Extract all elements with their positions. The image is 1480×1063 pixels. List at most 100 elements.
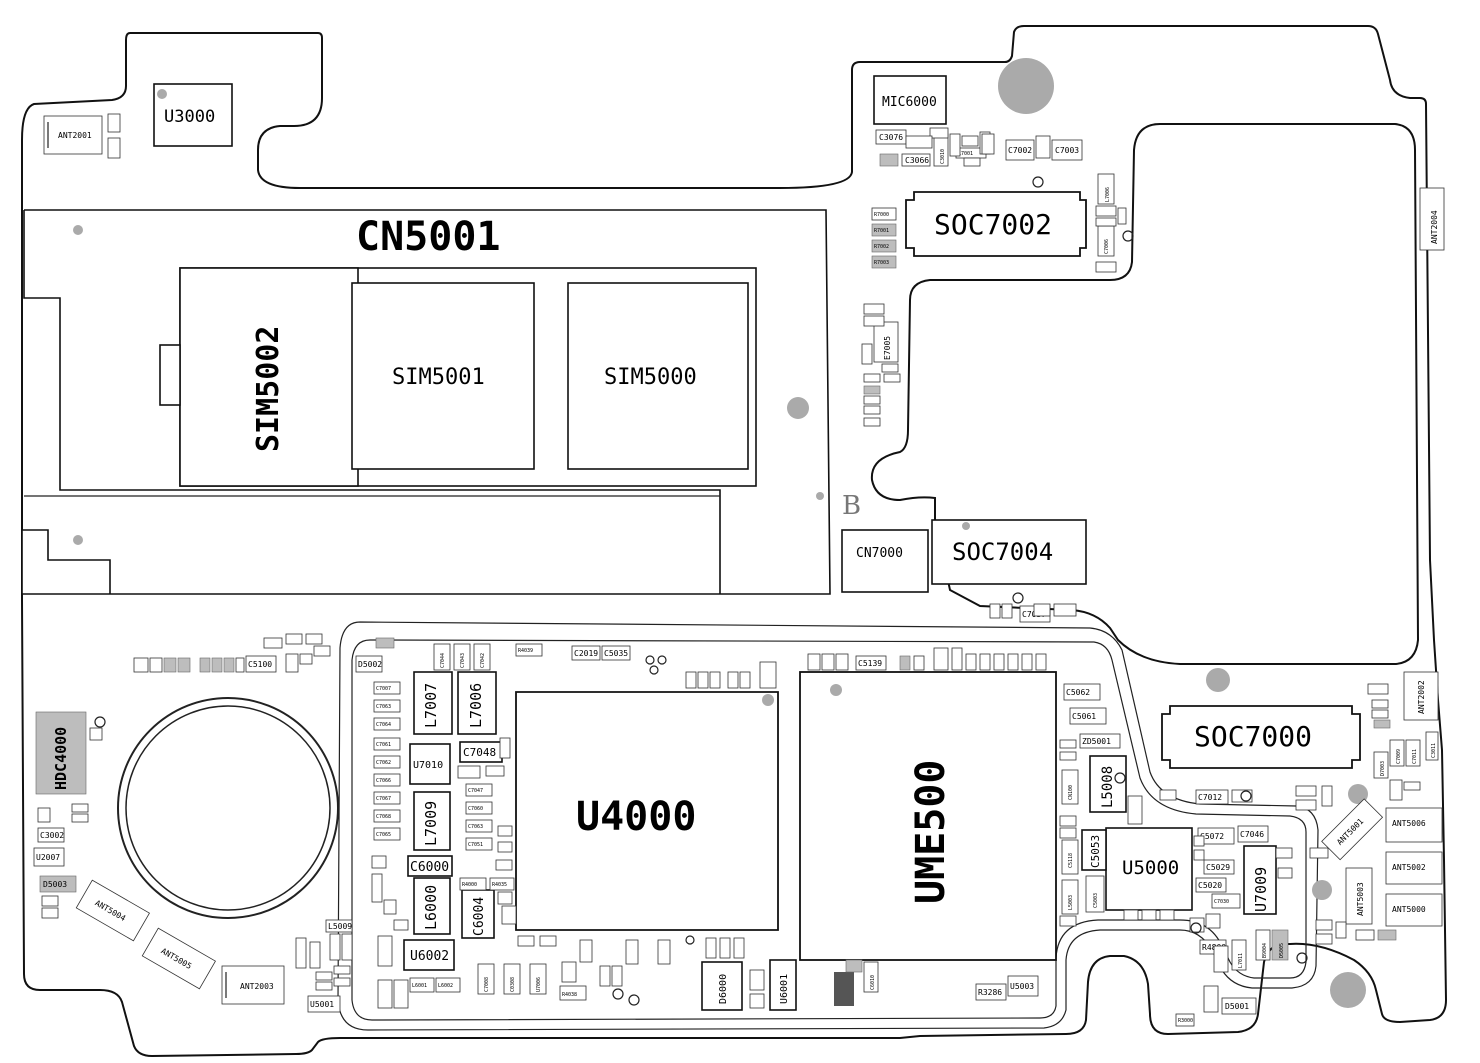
svg-text:L6001: L6001 [412,983,427,989]
antenna-ant5002: ANT5002 [1385,851,1443,885]
sim5000-label: SIM5000 [604,365,697,390]
svg-text:ZD5001: ZD5001 [1082,737,1111,746]
c5053-label: C5053 [1089,835,1102,868]
test-point-soc7004 [962,522,970,530]
shield-outline-inner [351,639,1307,1021]
test-point-mid [816,492,824,500]
svg-text:C3002: C3002 [40,831,64,840]
svg-text:D5003: D5003 [43,880,67,889]
svg-text:ANT5006: ANT5006 [1392,819,1426,828]
svg-text:R4038: R4038 [562,992,577,998]
antenna-ant5006: ANT5006 [1385,807,1443,843]
antenna-ant5005: ANT5005 [141,927,216,990]
ume500-body [799,671,1057,961]
u5000-body [1105,827,1193,911]
svg-text:C7063: C7063 [468,824,483,830]
soc7002-body [905,191,1087,257]
soc7002-label: SOC7002 [934,208,1052,241]
u7010-body [409,743,451,785]
u5000-label: U5000 [1122,857,1179,879]
svg-text:C7012: C7012 [1198,793,1222,802]
svg-text:C7003: C7003 [1055,146,1079,155]
svg-text:R7002: R7002 [874,244,889,250]
svg-text:C7060: C7060 [468,806,483,812]
l6000-label: L6000 [422,885,440,930]
u7010-label: U7010 [413,760,443,771]
unlabeled-pads [37,113,1421,1013]
svg-text:U2007: U2007 [36,853,60,862]
cn5001-label: CN5001 [356,214,501,260]
vibrator-motor-inner [125,705,331,911]
soc7000-body [1161,705,1361,769]
sim5001-body [351,282,535,470]
mounting-hole-right-bottom [1330,972,1366,1008]
soc7004-label: SOC7004 [952,538,1053,566]
svg-text:C7046: C7046 [1240,830,1264,839]
svg-text:C5062: C5062 [1066,688,1090,697]
l5008-body [1089,755,1127,813]
svg-text:C7044: C7044 [440,653,446,668]
svg-text:C6010: C6010 [870,975,876,990]
svg-text:C7042: C7042 [480,653,486,668]
c6000-label: C6000 [410,860,449,875]
antenna-ant2003: ANT2003 [221,965,285,1005]
pad-component-bottom [845,959,863,973]
antenna-ant5000: ANT5000 [1385,893,1443,927]
l7007-label: L7007 [422,683,440,728]
svg-text:L7001: L7001 [958,151,973,157]
svg-text:C7065: C7065 [376,832,391,838]
cn7000-body [841,529,929,593]
l7006-label: L7006 [467,683,485,728]
svg-text:C7061: C7061 [376,742,391,748]
l7007-body [413,671,453,735]
svg-text:R3286: R3286 [978,988,1002,997]
u3000-label: U3000 [164,107,215,127]
svg-text:R4035: R4035 [492,882,507,888]
svg-text:C7062: C7062 [376,760,391,766]
svg-text:C0308: C0308 [510,977,516,992]
svg-text:C5139: C5139 [858,659,882,668]
u4000-pin1-dot [762,694,774,706]
svg-text:C3066: C3066 [905,156,929,165]
mic6000-body [873,75,947,125]
marker-b-label: B [842,491,861,521]
l5008-label: L5008 [1100,766,1116,808]
l7006-body [457,671,497,735]
svg-text:C7051: C7051 [468,842,483,848]
sim5000-body [567,282,749,470]
sim5002-body [179,267,359,487]
svg-text:L6002: L6002 [438,983,453,989]
svg-text:ANT5003: ANT5003 [1356,882,1365,916]
soc7000-label: SOC7000 [1194,720,1312,753]
svg-text:U5003: U5003 [1010,982,1034,991]
sim5001-label: SIM5001 [392,365,485,390]
svg-text:ANT2004: ANT2004 [1430,210,1439,244]
u6001-body [769,959,797,1011]
svg-text:R7000: R7000 [874,212,889,218]
svg-text:C7008: C7008 [484,977,490,992]
svg-text:C5061: C5061 [1072,712,1096,721]
antenna-ant5004: ANT5004 [75,879,150,942]
svg-text:C7047: C7047 [468,788,483,794]
svg-text:C3011: C3011 [1431,743,1437,758]
svg-text:R7001: R7001 [874,228,889,234]
u3000-body [153,83,233,147]
svg-text:C7002: C7002 [1008,146,1032,155]
svg-text:C5118: C5118 [1068,853,1074,868]
d6000-label: D6000 [718,974,729,1004]
antenna-ant2001: ANT2001 [43,115,103,155]
l6000-body [413,877,451,935]
svg-text:ANT2002: ANT2002 [1417,680,1426,714]
svg-text:C7009: C7009 [1396,749,1402,764]
svg-text:C7064: C7064 [376,722,391,728]
cn7000-label: CN7000 [856,546,903,561]
test-point-u5000-right [1312,880,1332,900]
svg-text:C5020: C5020 [1198,881,1222,890]
svg-text:D5005: D5005 [1279,943,1285,958]
svg-text:C7011: C7011 [1412,749,1418,764]
svg-text:ANT5002: ANT5002 [1392,863,1426,872]
test-point-left-2 [73,535,83,545]
svg-text:R4000: R4000 [462,882,477,888]
svg-text:C7007: C7007 [376,686,391,692]
